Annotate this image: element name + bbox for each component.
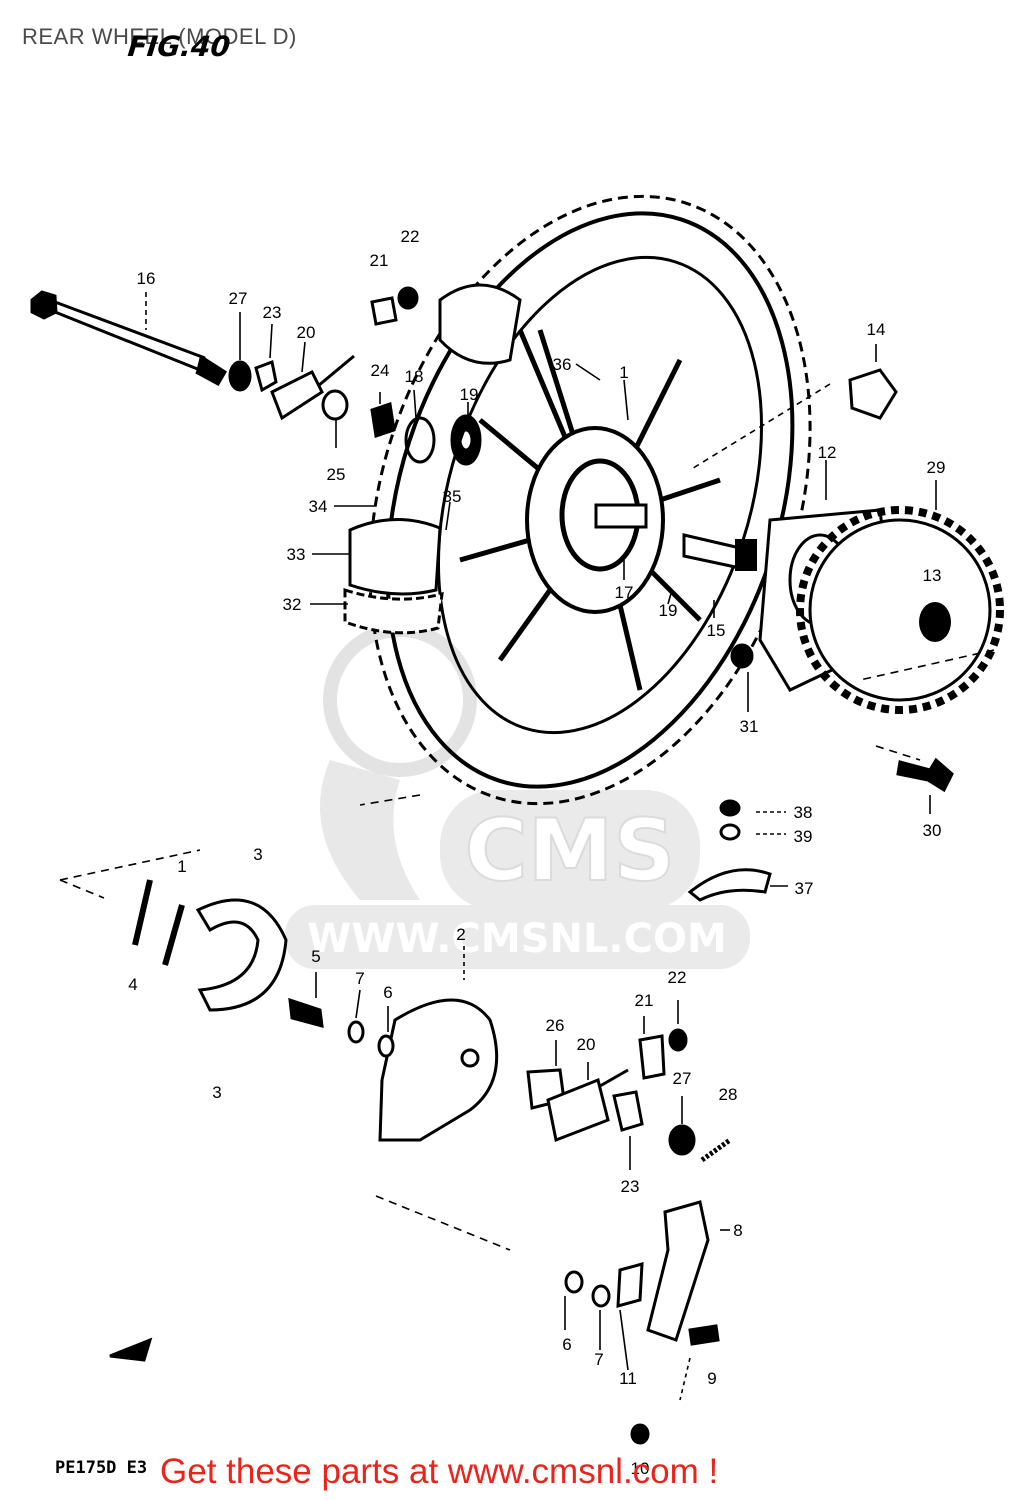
callout-labels: 16 27 23 20 21 22 24 18 19 25 36 1 14 12… — [128, 227, 945, 1478]
callout-13: 13 — [923, 566, 942, 585]
callout-35: 35 — [443, 487, 462, 506]
callout-23-lower: 23 — [621, 1177, 640, 1196]
callout-7: 7 — [355, 969, 364, 988]
callout-20-lower: 20 — [577, 1035, 596, 1054]
callout-6-lower: 6 — [562, 1335, 571, 1354]
brake-shoes-part-3 — [132, 879, 288, 1012]
leader-lines — [59, 292, 995, 1401]
callout-14: 14 — [867, 320, 886, 339]
callout-15: 15 — [707, 621, 726, 640]
callout-22-lower: 22 — [668, 968, 687, 987]
callout-17: 17 — [615, 583, 634, 602]
callout-30: 30 — [923, 821, 942, 840]
callout-1: 1 — [619, 363, 628, 382]
callout-3-lower: 3 — [212, 1083, 221, 1102]
callout-16: 16 — [137, 269, 156, 288]
lower-adjuster-cluster — [526, 1028, 732, 1163]
callout-5: 5 — [311, 947, 320, 966]
figure-label: FIG.40 — [126, 30, 232, 63]
callout-25: 25 — [327, 465, 346, 484]
callout-12: 12 — [818, 443, 837, 462]
wheel-spokes-and-hub — [459, 329, 757, 691]
callout-2: 2 — [456, 925, 465, 944]
axle-part-16 — [30, 290, 228, 387]
axle-hardware-cluster — [228, 286, 482, 466]
torque-link-part-8 — [109, 1200, 720, 1445]
callout-10: 10 — [631, 1459, 650, 1478]
callout-21: 21 — [370, 251, 389, 270]
callout-22: 22 — [401, 227, 420, 246]
callout-24: 24 — [371, 361, 390, 380]
callout-39: 39 — [794, 827, 813, 846]
promo-link-text[interactable]: Get these parts at www.cmsnl.com ! — [160, 1452, 719, 1491]
callout-37: 37 — [795, 879, 814, 898]
rim-band-part-33 — [343, 283, 522, 635]
callout-23: 23 — [263, 303, 282, 322]
callout-36: 36 — [553, 355, 572, 374]
callout-19: 19 — [460, 385, 479, 404]
sprocket-part-29 — [796, 506, 1004, 714]
callout-34: 34 — [309, 497, 328, 516]
model-code: PE175D E3 — [55, 1458, 148, 1478]
callout-20: 20 — [297, 323, 316, 342]
callout-27-lower: 27 — [673, 1069, 692, 1088]
callout-38: 38 — [794, 803, 813, 822]
callout-27: 27 — [229, 289, 248, 308]
cms-watermark: CMS WWW.CMSNL.COM — [285, 623, 750, 969]
callout-18: 18 — [405, 367, 424, 386]
callout-4: 4 — [128, 975, 137, 994]
callout-6: 6 — [383, 983, 392, 1002]
part-14 — [848, 368, 898, 420]
callout-11: 11 — [619, 1369, 637, 1388]
callout-19-hub: 19 — [659, 601, 678, 620]
callout-28: 28 — [719, 1085, 738, 1104]
callout-7-lower: 7 — [594, 1350, 603, 1369]
callout-21-lower: 21 — [635, 991, 654, 1010]
watermark-logo-text: CMS — [465, 801, 676, 901]
page-title: REAR WHEEL (MODEL D) — [22, 24, 297, 49]
right-hardware — [687, 643, 954, 902]
watermark-url-text: WWW.CMSNL.COM — [307, 916, 727, 962]
callout-29: 29 — [927, 458, 946, 477]
callout-1-spring: 1 — [177, 857, 186, 876]
callout-31: 31 — [740, 717, 759, 736]
callout-3: 3 — [253, 845, 262, 864]
callout-8: 8 — [733, 1221, 742, 1240]
callout-26: 26 — [546, 1016, 565, 1035]
brake-panel-part-2 — [288, 997, 499, 1142]
callout-9: 9 — [707, 1369, 716, 1388]
callout-32: 32 — [283, 595, 302, 614]
callout-33: 33 — [287, 545, 306, 564]
